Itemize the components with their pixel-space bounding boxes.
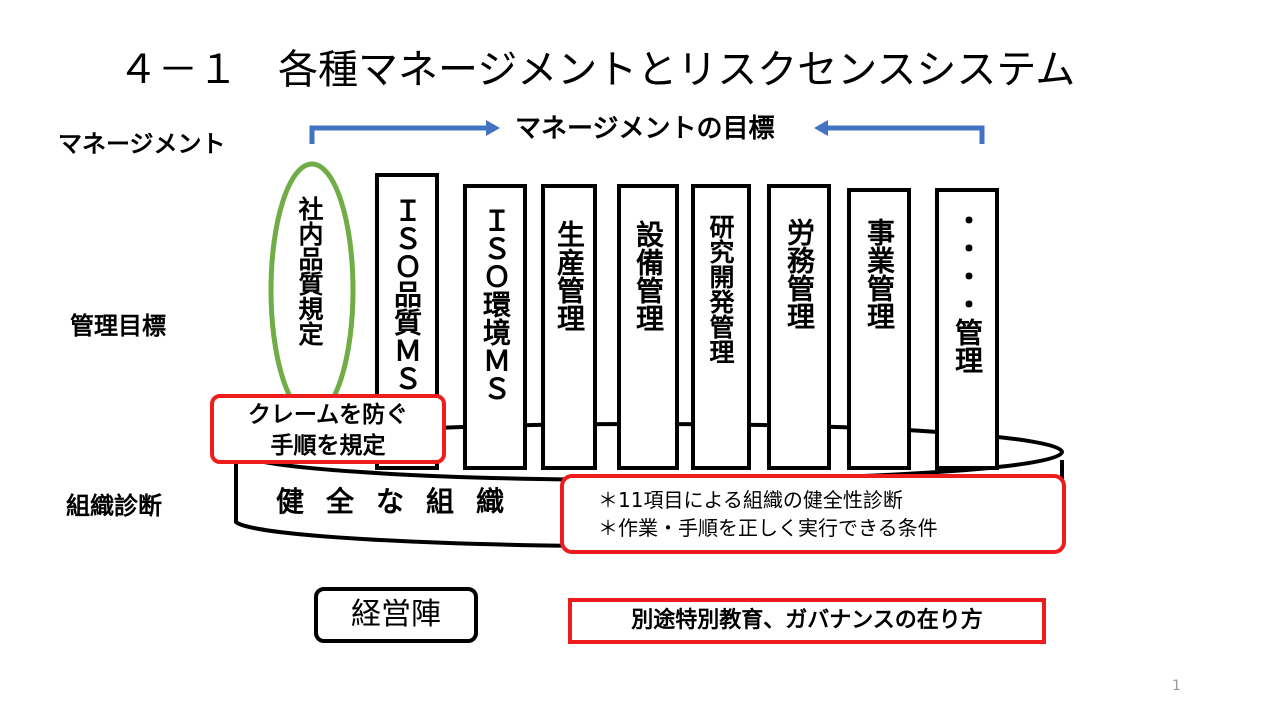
claim-box-line2: 手順を規定 bbox=[270, 433, 386, 459]
pillar-labor bbox=[767, 184, 831, 470]
pillar-label-4: 設備管理 bbox=[632, 220, 665, 332]
pillar-label-7: 事業管理 bbox=[863, 218, 896, 330]
pillar-label-8: ・・・・管理 bbox=[951, 206, 984, 374]
pillar-label-2: ＩＳＯ環境ＭＳ bbox=[479, 206, 512, 402]
row-label-goals: 管理目標 bbox=[70, 312, 166, 340]
left-arrow bbox=[309, 125, 488, 144]
pillar-label-6: 労務管理 bbox=[783, 218, 816, 330]
pillar-rnd bbox=[691, 184, 751, 470]
diagnosis-line-2: ＊作業・手順を正しく実行できる条件 bbox=[598, 516, 938, 540]
diagnosis-line-1: ＊11項目による組織の健全性診断 bbox=[598, 488, 903, 512]
right-arrow bbox=[826, 125, 985, 144]
healthy-organization-label: 健全な組織 bbox=[276, 485, 527, 518]
row-label-management: マネージメント bbox=[58, 130, 226, 158]
goal-header: マネージメントの目標 bbox=[515, 114, 775, 144]
right-arrow-head bbox=[814, 120, 828, 136]
slide-title: ４－１ 各種マネージメントとリスクセンスシステム bbox=[118, 47, 1076, 93]
row-label-org-diagnosis: 組織診断 bbox=[66, 492, 162, 520]
left-arrow-head bbox=[486, 120, 500, 136]
pillar-label-3: 生産管理 bbox=[553, 220, 586, 332]
page-number: 1 bbox=[1172, 678, 1181, 694]
pillar-label-5: 研究開発管理 bbox=[706, 214, 735, 364]
claim-prevention-box: クレームを防ぐ 手順を規定 bbox=[210, 394, 446, 464]
pillar-label-0: 社内品質規定 bbox=[295, 196, 324, 346]
pillar-shapes bbox=[375, 173, 999, 470]
pillar-iso-environment bbox=[463, 184, 527, 470]
pillar-other bbox=[935, 188, 999, 470]
pillar-label-1: ＩＳＯ品質ＭＳ bbox=[390, 196, 423, 392]
education-governance-box: 別途特別教育、ガバナンスの在り方 bbox=[568, 598, 1046, 644]
pillar-equipment bbox=[617, 184, 679, 470]
pillar-business bbox=[847, 188, 911, 470]
pillar-production bbox=[541, 184, 597, 470]
diagnosis-box: ＊11項目による組織の健全性診断 ＊作業・手順を正しく実行できる条件 bbox=[560, 474, 1066, 554]
management-team-box: 経営陣 bbox=[314, 587, 478, 643]
claim-box-line1: クレームを防ぐ bbox=[247, 402, 409, 428]
